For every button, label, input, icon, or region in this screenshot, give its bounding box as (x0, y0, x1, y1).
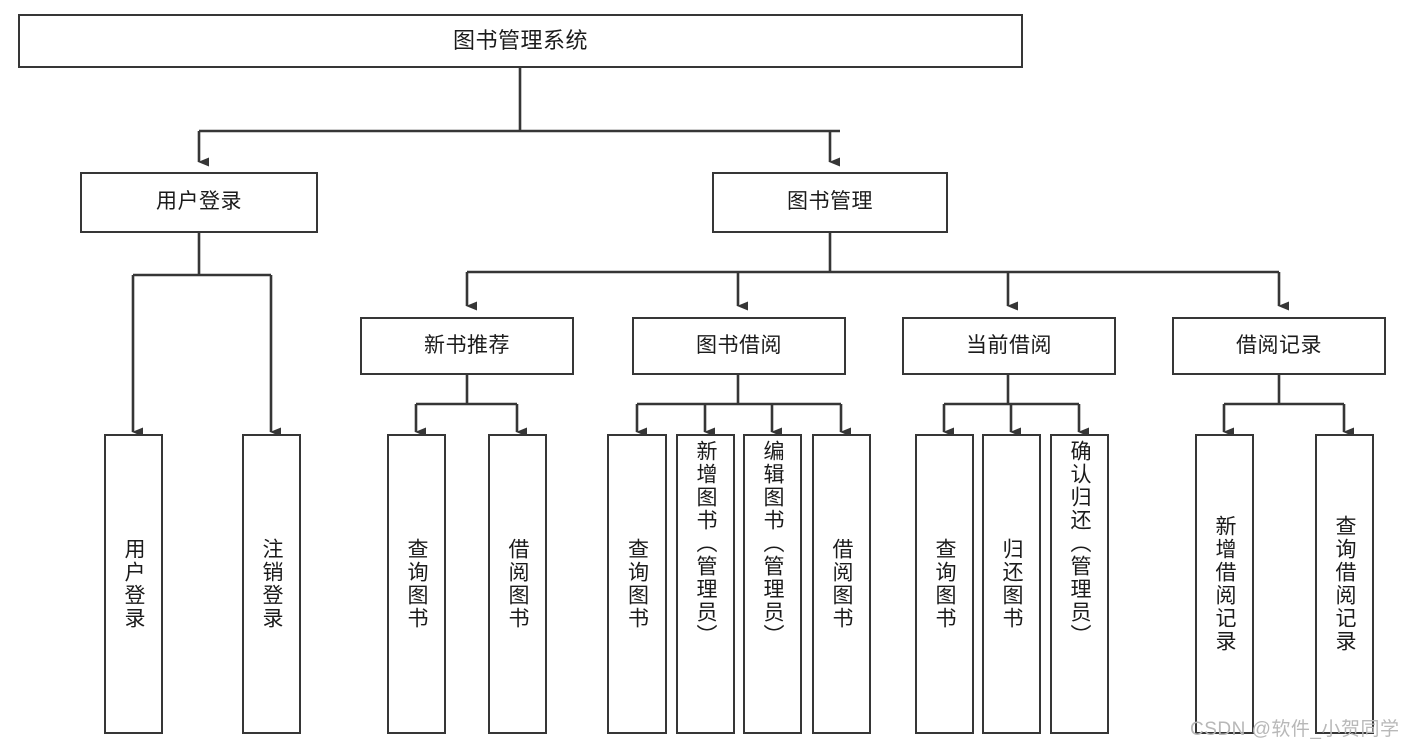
leaf-query-record-label: 查询借阅记录 (1333, 515, 1356, 653)
node-root[interactable]: 图书管理系统 (18, 14, 1023, 68)
leaf-query-book-3[interactable]: 查询图书 (915, 434, 974, 734)
leaf-borrow-book-2[interactable]: 借阅图书 (812, 434, 871, 734)
leaf-add-book[interactable]: 新增图书（管理员） (676, 434, 735, 734)
leaf-user-logout[interactable]: 注销登录 (242, 434, 301, 734)
node-root-label: 图书管理系统 (452, 28, 588, 54)
leaf-query-book-1-label: 查询图书 (405, 538, 428, 630)
node-borrow-record[interactable]: 借阅记录 (1172, 317, 1386, 375)
leaf-borrow-book-1[interactable]: 借阅图书 (488, 434, 547, 734)
node-borrow-record-label: 借阅记录 (1236, 333, 1322, 357)
leaf-query-book-3-label: 查询图书 (933, 538, 956, 630)
leaf-query-book-1[interactable]: 查询图书 (387, 434, 446, 734)
leaf-return-book[interactable]: 归还图书 (982, 434, 1041, 734)
leaf-add-book-label: 新增图书（管理员） (694, 440, 717, 647)
node-current-borrow[interactable]: 当前借阅 (902, 317, 1116, 375)
node-book-manage-label: 图书管理 (787, 190, 873, 214)
leaf-borrow-book-2-label: 借阅图书 (830, 538, 853, 630)
leaf-user-logout-label: 注销登录 (260, 538, 283, 630)
leaf-edit-book[interactable]: 编辑图书（管理员） (743, 434, 802, 734)
leaf-user-login[interactable]: 用户登录 (104, 434, 163, 734)
leaf-return-book-label: 归还图书 (1000, 538, 1023, 630)
node-current-borrow-label: 当前借阅 (966, 333, 1052, 357)
node-book-borrow[interactable]: 图书借阅 (632, 317, 846, 375)
leaf-query-book-2-label: 查询图书 (625, 538, 649, 630)
node-user-login-label: 用户登录 (156, 190, 242, 214)
node-new-book-rec-label: 新书推荐 (424, 333, 510, 357)
node-book-borrow-label: 图书借阅 (696, 333, 782, 357)
leaf-user-login-label: 用户登录 (122, 538, 145, 630)
leaf-confirm-return-label: 确认归还（管理员） (1068, 440, 1091, 647)
leaf-add-record[interactable]: 新增借阅记录 (1195, 434, 1254, 734)
node-user-login[interactable]: 用户登录 (80, 172, 318, 233)
leaf-confirm-return[interactable]: 确认归还（管理员） (1050, 434, 1109, 734)
leaf-edit-book-label: 编辑图书（管理员） (761, 440, 784, 647)
node-book-manage[interactable]: 图书管理 (712, 172, 948, 233)
leaf-add-record-label: 新增借阅记录 (1213, 515, 1236, 653)
csdn-watermark: CSDN @软件_小贺同学 (1190, 719, 1400, 740)
leaf-borrow-book-1-label: 借阅图书 (506, 538, 529, 630)
leaf-query-book-2[interactable]: 查询图书 (607, 434, 667, 734)
leaf-query-record[interactable]: 查询借阅记录 (1315, 434, 1374, 734)
node-new-book-rec[interactable]: 新书推荐 (360, 317, 574, 375)
